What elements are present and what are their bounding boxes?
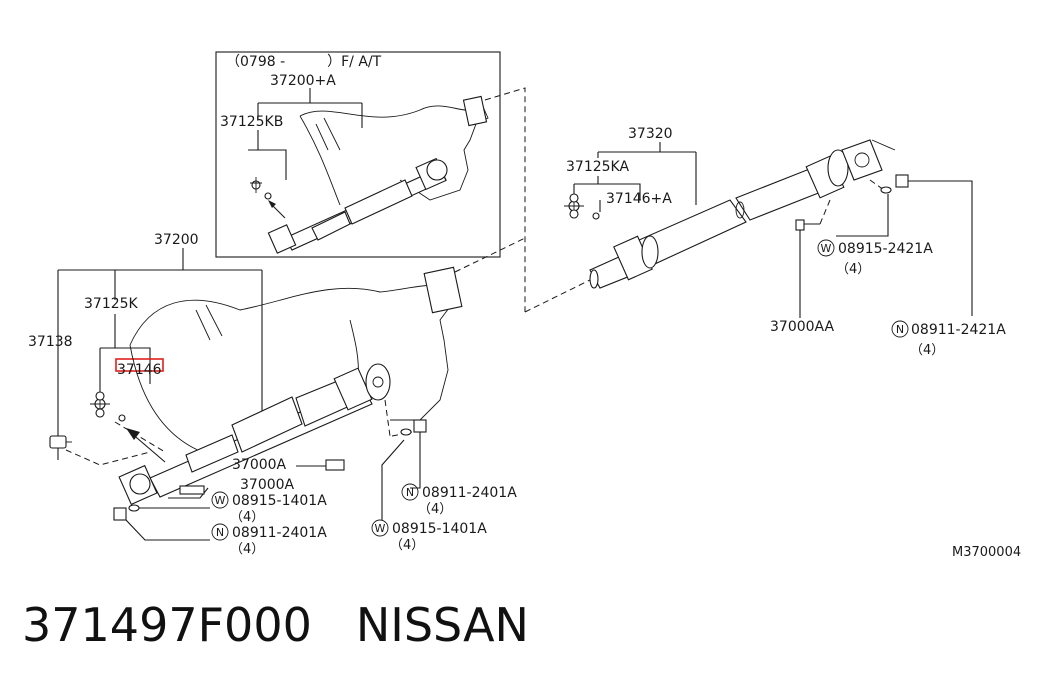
washer-mark-c: W	[821, 242, 832, 255]
qty-08911-2421a: （4）	[910, 343, 944, 358]
washer-mark-a: W	[215, 494, 226, 507]
label-37200-a[interactable]: 37200+A	[270, 73, 336, 89]
inset-header: （0798 - ）F/ A/T	[226, 54, 382, 70]
label-08915-1401a-lower[interactable]: 08915-1401A	[392, 521, 487, 537]
label-08911-2421a[interactable]: 08911-2421A	[911, 322, 1006, 338]
inset-propeller-shaft	[267, 157, 448, 254]
qty-08911-2401a-right: （4）	[418, 502, 452, 517]
label-37125kb[interactable]: 37125KB	[220, 114, 283, 130]
nut-mark-a: N	[216, 526, 224, 539]
label-08911-2401a-left[interactable]: 08911-2401A	[232, 525, 327, 541]
main-assembly: 37200 37125K 37138 37146	[28, 232, 517, 557]
label-37000a-upper[interactable]: 37000A	[232, 457, 287, 473]
nut-mark-b: N	[406, 486, 414, 499]
rear-propeller-shaft	[589, 139, 896, 289]
main-propeller-shaft	[118, 363, 391, 506]
figure-code: M3700004	[952, 545, 1021, 560]
label-37000a-lower[interactable]: 37000A	[240, 477, 295, 493]
qty-08915-2421a: （4）	[836, 262, 870, 277]
highlight-box-37146	[115, 358, 164, 372]
label-08915-1401a-upper[interactable]: 08915-1401A	[232, 493, 327, 509]
part-number: 371497F000	[22, 598, 312, 652]
label-08911-2401a-right[interactable]: 08911-2401A	[422, 485, 517, 501]
part-caption: 371497F000 NISSAN	[22, 598, 573, 652]
right-assembly: 37320 37125KA 37146+A	[564, 126, 1006, 358]
label-37200[interactable]: 37200	[154, 232, 199, 248]
qty-08915-1401a-upper: （4）	[230, 510, 264, 525]
nut-mark-c: N	[896, 323, 904, 336]
label-37125ka[interactable]: 37125KA	[566, 159, 629, 175]
spider-journal	[90, 391, 126, 422]
washer-mark-b: W	[375, 522, 386, 535]
label-37125k[interactable]: 37125K	[84, 296, 139, 312]
spider-right	[564, 193, 600, 220]
label-08915-2421a[interactable]: 08915-2421A	[838, 241, 933, 257]
plug-37138	[49, 435, 72, 449]
label-37000aa[interactable]: 37000AA	[770, 319, 835, 335]
inset-spider	[250, 177, 272, 200]
label-37138[interactable]: 37138	[28, 334, 73, 350]
label-37146[interactable]: 37146	[117, 362, 162, 378]
inset-box: （0798 - ）F/ A/T 37200+A 37125KB	[215, 51, 501, 258]
brand-name: NISSAN	[355, 598, 529, 652]
label-37320[interactable]: 37320	[628, 126, 673, 142]
parts-diagram: （0798 - ）F/ A/T 37200+A 37125KB	[28, 51, 1021, 560]
qty-08911-2401a-left: （4）	[230, 542, 264, 557]
label-37146-a[interactable]: 37146+A	[606, 191, 672, 207]
qty-08915-1401a-lower: （4）	[390, 538, 424, 553]
